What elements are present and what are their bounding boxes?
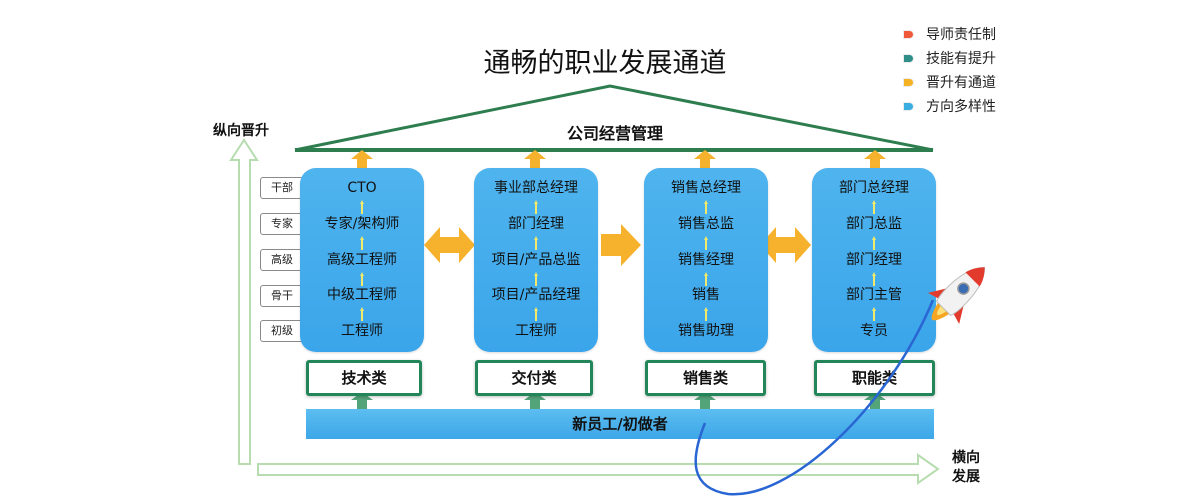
- career-level-item: 工程师: [341, 323, 383, 339]
- up-tick-icon: [534, 307, 538, 321]
- up-arrow-base-to-delivery: [524, 392, 546, 409]
- double-arrow-tech-delivery: [424, 227, 475, 263]
- legend-item: 导师责任制: [900, 22, 1020, 46]
- career-level-item: 销售助理: [678, 323, 734, 339]
- legend-item: 技能有提升: [900, 46, 1020, 70]
- career-level-item: 项目/产品总监: [491, 252, 581, 268]
- career-level-item: 工程师: [515, 323, 557, 339]
- up-tick-icon: [534, 200, 538, 214]
- rocket-icon: [928, 266, 986, 324]
- up-tick-icon: [872, 307, 876, 321]
- career-level-item: 部门经理: [508, 216, 564, 232]
- career-level-item: 销售: [692, 287, 720, 303]
- career-level-item: 部门总经理: [839, 180, 909, 196]
- career-level-item: 项目/产品经理: [491, 287, 581, 303]
- horizontal-axis-label-line2: 发展: [952, 469, 980, 485]
- horizontal-axis-label-line1: 横向: [952, 450, 980, 466]
- career-level-item: 销售总经理: [671, 180, 741, 196]
- level-box-cadre: 干部: [260, 177, 304, 199]
- legend-label: 方向多样性: [926, 99, 996, 115]
- up-arrow-to-roof-1: [351, 150, 373, 168]
- roof-outline: [294, 84, 934, 152]
- level-box-junior: 初级: [260, 320, 304, 342]
- legend-marker-teal-icon: [904, 54, 913, 62]
- trajectory-curve: [694, 299, 935, 496]
- career-level-item: 部门主管: [846, 287, 902, 303]
- career-level-item: 中级工程师: [327, 287, 397, 303]
- vertical-axis-arrow: [229, 138, 259, 465]
- up-arrow-base-to-tech: [351, 392, 373, 409]
- up-tick-icon: [534, 236, 538, 250]
- up-tick-icon: [704, 307, 708, 321]
- vertical-axis-label: 纵向晋升: [213, 123, 269, 139]
- category-sales: 销售类: [645, 360, 766, 396]
- career-level-item: 专家/架构师: [324, 216, 400, 232]
- legend-item: 晋升有通道: [900, 70, 1020, 94]
- career-level-item: 部门总监: [846, 216, 902, 232]
- column-delivery: 事业部总经理 部门经理 项目/产品总监 项目/产品经理 工程师: [474, 168, 598, 352]
- up-tick-icon: [360, 272, 364, 286]
- category-delivery: 交付类: [475, 360, 593, 396]
- legend-label: 晋升有通道: [926, 75, 996, 91]
- career-level-item: CTO: [347, 180, 377, 196]
- up-tick-icon: [360, 307, 364, 321]
- right-arrow-delivery-sales: [601, 224, 641, 266]
- up-tick-icon: [872, 236, 876, 250]
- career-level-item: 专员: [860, 323, 888, 339]
- legend-item: 方向多样性: [900, 94, 1020, 118]
- legend-marker-yellow-icon: [904, 78, 913, 86]
- double-arrow-sales-function: [760, 227, 811, 263]
- base-bar-new-employee: 新员工/初做者: [306, 409, 934, 439]
- up-tick-icon: [872, 200, 876, 214]
- up-tick-icon: [360, 236, 364, 250]
- category-technical: 技术类: [306, 360, 422, 396]
- up-arrow-base-to-function: [864, 392, 886, 409]
- level-box-core: 骨干: [260, 285, 304, 307]
- horizontal-axis-arrow: [257, 453, 940, 485]
- column-technical: CTO 专家/架构师 高级工程师 中级工程师 工程师: [300, 168, 424, 352]
- legend-label: 技能有提升: [926, 51, 996, 67]
- up-arrow-to-roof-3: [694, 150, 716, 168]
- career-level-item: 高级工程师: [327, 252, 397, 268]
- career-level-item: 销售总监: [678, 216, 734, 232]
- legend-marker-blue-icon: [904, 102, 913, 110]
- column-sales: 销售总经理 销售总监 销售经理 销售 销售助理: [644, 168, 768, 352]
- page-title: 通畅的职业发展通道: [483, 48, 727, 79]
- up-tick-icon: [872, 272, 876, 286]
- up-tick-icon: [534, 272, 538, 286]
- up-tick-icon: [704, 236, 708, 250]
- up-arrow-to-roof-4: [864, 150, 886, 168]
- up-tick-icon: [704, 200, 708, 214]
- career-level-item: 事业部总经理: [494, 180, 578, 196]
- up-tick-icon: [704, 272, 708, 286]
- career-level-item: 销售经理: [678, 252, 734, 268]
- career-level-item: 部门经理: [846, 252, 902, 268]
- up-arrow-to-roof-2: [524, 150, 546, 168]
- up-tick-icon: [360, 200, 364, 214]
- legend-marker-red-icon: [904, 30, 913, 38]
- column-function: 部门总经理 部门总监 部门经理 部门主管 专员: [812, 168, 936, 352]
- legend: 导师责任制 技能有提升 晋升有通道 方向多样性: [900, 22, 1020, 122]
- legend-label: 导师责任制: [926, 27, 996, 43]
- up-arrow-base-to-sales: [694, 392, 716, 409]
- roof-label: 公司经营管理: [566, 124, 663, 143]
